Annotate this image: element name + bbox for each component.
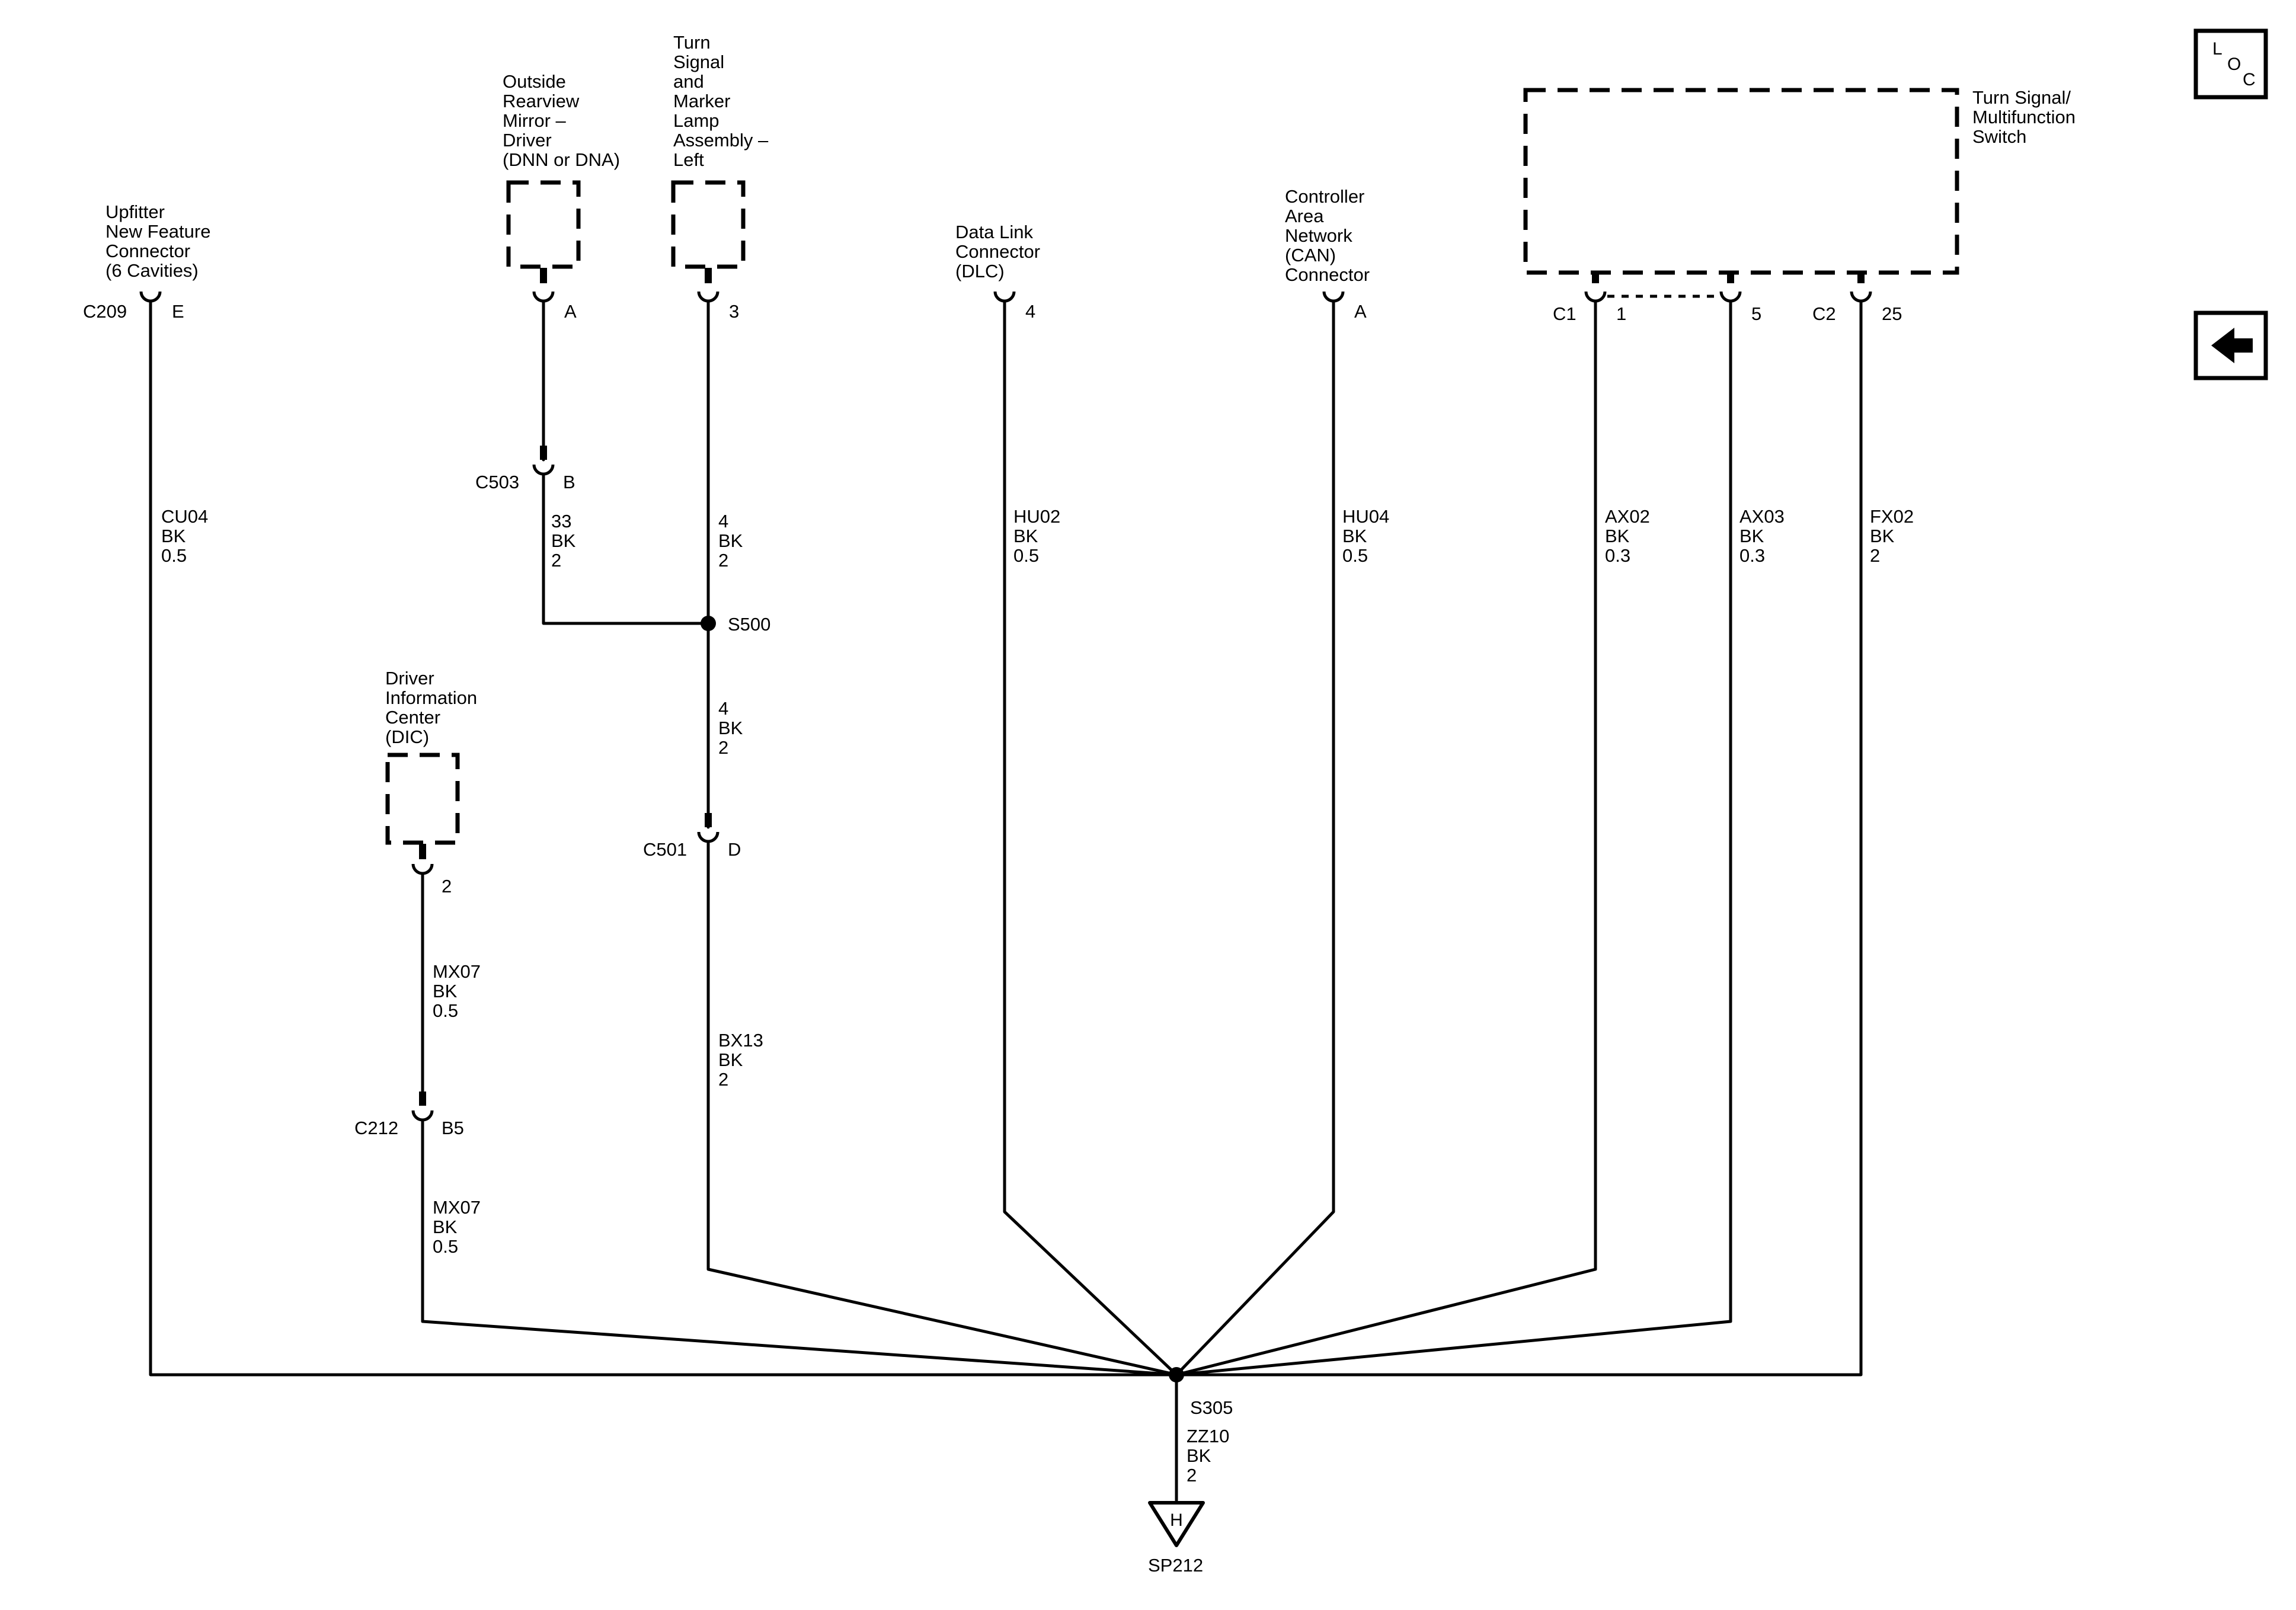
dic-pin: 2	[442, 876, 452, 897]
loc-button[interactable]: L O C	[2193, 28, 2268, 100]
can-connector-label: Controller Area Network (CAN) Connector	[1285, 186, 1370, 285]
splice-s305-dot	[1169, 1367, 1184, 1382]
wire-bx13-label: BX13 BK 2	[718, 1030, 768, 1090]
c212-label: C212	[354, 1118, 398, 1138]
outside-mirror-label: Outside Rearview Mirror – Driver (DNN or…	[503, 71, 620, 170]
dlc-pin: 4	[1025, 301, 1035, 322]
wire-4b-label: 4 BK 2	[718, 698, 748, 758]
wire-33	[542, 472, 710, 625]
wire-cu04-label: CU04 BK 0.5	[161, 506, 213, 566]
c209-label: C209	[83, 301, 127, 322]
ground-letter: H	[1170, 1510, 1183, 1530]
multifunction-switch-box	[1523, 88, 1959, 275]
loc-letter-o: O	[2227, 55, 2241, 74]
wire-bx13	[706, 840, 1178, 1377]
c209-pin: E	[172, 301, 184, 322]
wire-fx02	[1175, 299, 1863, 1377]
c503-label: C503	[475, 472, 519, 492]
wire-fx02-label: FX02 BK 2	[1870, 506, 1919, 566]
c501-pin: D	[728, 839, 741, 860]
wire-hu02-label: HU02 BK 0.5	[1013, 506, 1066, 566]
splice-s500-dot	[701, 616, 716, 631]
loc-letter-c: C	[2243, 70, 2256, 89]
c501-label: C501	[643, 839, 687, 860]
loc-letter-l: L	[2212, 39, 2223, 59]
wire-4a-label: 4 BK 2	[718, 511, 748, 571]
switch-c2-pin: 25	[1882, 303, 1902, 324]
left-arrow-icon	[2211, 328, 2253, 363]
ground-icon	[1148, 1501, 1205, 1547]
wire-hu04-label: HU04 BK 0.5	[1342, 506, 1395, 566]
c212-pin: B5	[442, 1118, 464, 1138]
wire-mx07b	[421, 1118, 1178, 1377]
outside-mirror-box	[506, 180, 581, 269]
wire-zz10-label: ZZ10 BK 2	[1187, 1426, 1235, 1486]
turn-lamp-box	[671, 180, 746, 269]
dic-label: Driver Information Center (DIC)	[385, 668, 482, 747]
dic-box	[385, 753, 460, 845]
dlc-label: Data Link Connector (DLC)	[955, 222, 1045, 281]
mirror-pin: A	[564, 301, 577, 322]
switch-c1-pin: 1	[1616, 303, 1626, 324]
splice-s305-label: S305	[1190, 1397, 1233, 1418]
upfitter-connector-label: Upfitter New Feature Connector (6 Caviti…	[105, 201, 216, 281]
switch-c1-label: C1	[1553, 303, 1576, 324]
wire-ax03	[1175, 299, 1732, 1377]
lamp-pin: 3	[729, 301, 739, 322]
wire-mx07a-label: MX07 BK 0.5	[433, 961, 486, 1021]
c503-pin: B	[563, 472, 575, 492]
wire-ax02-label: AX02 BK 0.3	[1605, 506, 1655, 566]
splice-s500-label: S500	[728, 614, 770, 635]
wire-ax02	[1175, 299, 1597, 1377]
wire-ax03-label: AX03 BK 0.3	[1739, 506, 1789, 566]
switch-pin5: 5	[1751, 303, 1761, 324]
turn-signal-lamp-label: Turn Signal and Marker Lamp Assembly – L…	[673, 32, 773, 170]
ground-label: SP212	[1148, 1555, 1203, 1576]
wire-mx07b-label: MX07 BK 0.5	[433, 1197, 486, 1257]
wire-cu04	[149, 299, 1178, 1377]
wire-hu02	[1003, 299, 1178, 1377]
multifunction-switch-label: Turn Signal/ Multifunction Switch	[1972, 87, 2081, 147]
can-pin: A	[1354, 301, 1367, 322]
back-button[interactable]	[2193, 311, 2268, 380]
wire-hu04	[1175, 299, 1335, 1377]
wire-33-label: 33 BK 2	[551, 511, 581, 571]
switch-c2-label: C2	[1812, 303, 1836, 324]
